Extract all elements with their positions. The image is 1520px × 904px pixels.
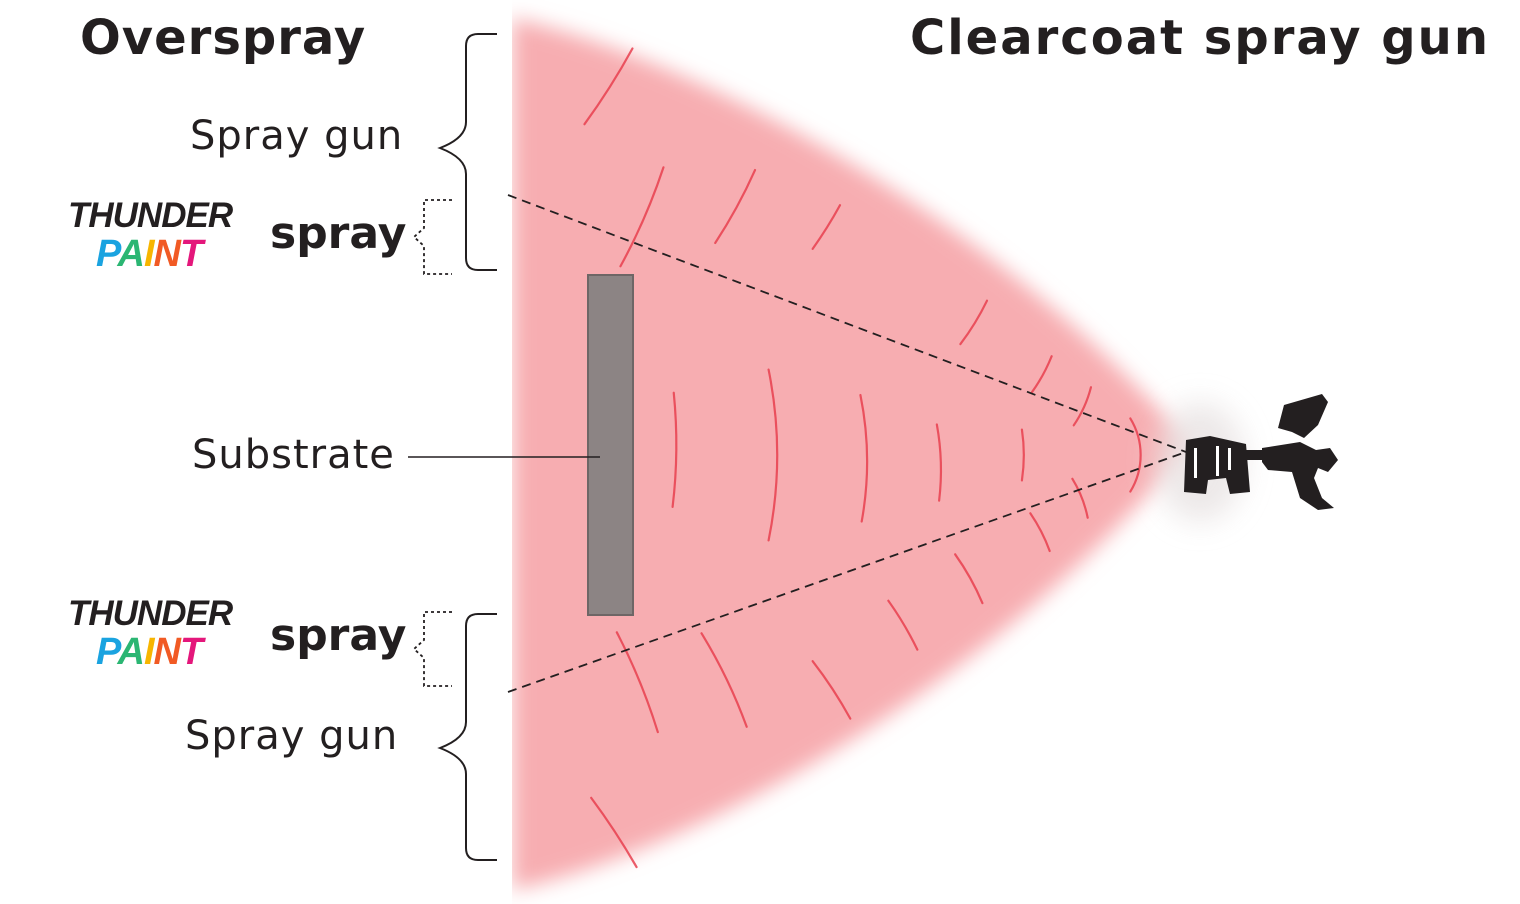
spray-streaks: [583, 47, 1142, 869]
spray-streak: [700, 632, 748, 728]
substrate-bar: [587, 274, 634, 616]
logo-letter: N: [153, 631, 181, 673]
fan-cutout-top: [440, 0, 512, 904]
spray-gun-label-bottom: Spray gun: [185, 713, 399, 759]
spray-fan: [512, 18, 1190, 890]
spray-streak: [714, 168, 757, 245]
curly-brace-icon: [437, 33, 497, 271]
logo-letter: T: [180, 631, 203, 673]
logo-letter: A: [117, 631, 145, 673]
logo-letter: P: [96, 631, 119, 673]
logo-letter: P: [96, 233, 119, 275]
clearcoat-spray-gun-heading: Clearcoat spray gun: [910, 10, 1490, 66]
dashed-line-upper: [507, 194, 1187, 453]
spray-streak: [590, 796, 638, 869]
spray-streak: [811, 660, 852, 720]
spray-streak: [767, 368, 779, 542]
spray-streak: [1129, 417, 1142, 493]
logo-letter: N: [153, 233, 181, 275]
nozzle-highlights: [1194, 446, 1231, 478]
spray-streak: [619, 166, 665, 268]
spray-streak: [583, 47, 634, 126]
thunder-paint-logo-bottom: THUNDER PAINT: [68, 596, 268, 671]
spray-word-bottom: spray: [270, 610, 407, 661]
spray-streak: [1029, 512, 1051, 553]
spray-streak: [1072, 386, 1093, 427]
logo-letter: I: [143, 631, 155, 673]
logo-letter: I: [143, 233, 155, 275]
overspray-heading: Overspray: [80, 10, 367, 66]
dotted-bracket-icon: [412, 611, 452, 687]
spray-streak: [671, 391, 678, 509]
spray-streak: [859, 393, 869, 523]
spray-word-top: spray: [270, 208, 407, 259]
spray-streak: [1071, 477, 1089, 519]
thunder-paint-logo-top: THUNDER PAINT: [68, 198, 268, 273]
spray-streak: [935, 423, 943, 502]
spray-streak: [954, 553, 984, 605]
logo-letter: T: [180, 233, 203, 275]
logo-line2: PAINT: [96, 235, 268, 273]
curly-brace-icon: [437, 613, 497, 861]
logo-line2: PAINT: [96, 633, 268, 671]
spray-streak: [615, 631, 659, 734]
spray-streak: [1031, 355, 1053, 394]
substrate-label: Substrate: [192, 432, 395, 478]
spray-gun-label-top: Spray gun: [190, 113, 404, 159]
logo-line1: THUNDER: [68, 594, 233, 633]
dotted-bracket-icon: [412, 199, 452, 275]
spray-streak: [811, 204, 842, 250]
spray-streak: [1020, 428, 1025, 482]
logo-line1: THUNDER: [68, 196, 233, 235]
logo-letter: A: [117, 233, 145, 275]
spray-streak: [887, 599, 919, 651]
spray-streak: [959, 299, 989, 346]
